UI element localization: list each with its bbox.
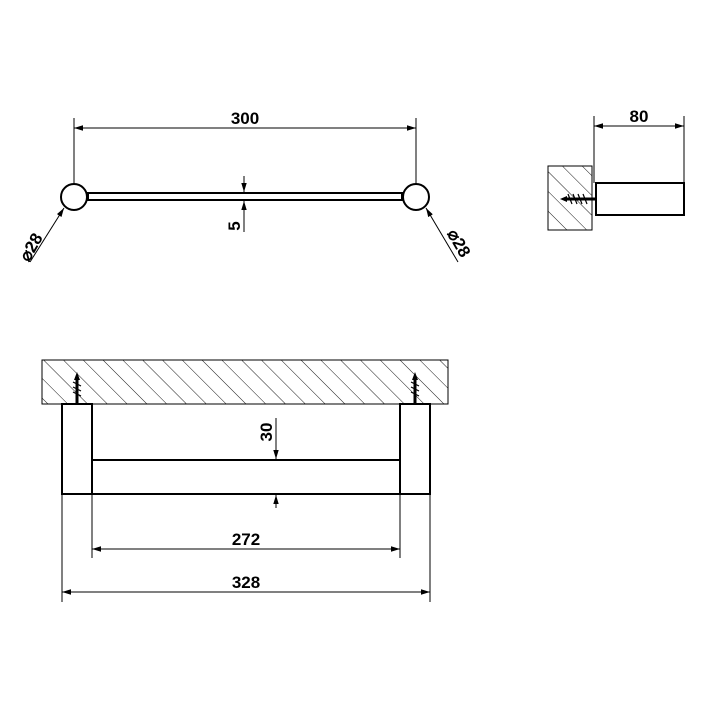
wall-section-front (41, 359, 449, 405)
leader-diameter-left (29, 207, 65, 263)
dimension-label-length: 300 (231, 109, 259, 128)
side-view: 80 (547, 107, 685, 231)
towel-bar-top (87, 192, 403, 201)
bracket-left (61, 403, 93, 495)
top-view: 300 5 ⌀28 ⌀28 (16, 109, 475, 265)
screw-right (410, 372, 420, 404)
front-view: 30 272 328 (41, 359, 449, 602)
dimension-label-inner-width: 272 (232, 530, 260, 549)
bracket-right (399, 403, 431, 495)
end-cap-right (402, 183, 430, 211)
dimension-label-thickness: 5 (225, 221, 244, 230)
dimension-label-bar-height: 30 (257, 423, 276, 442)
dimension-label-depth: 80 (630, 107, 649, 126)
leader-diameter-right (425, 207, 459, 263)
dimension-label-overall-width: 328 (232, 573, 260, 592)
diameter-label-right: ⌀28 (443, 226, 474, 261)
end-cap-left (60, 183, 88, 211)
towel-bar-front (91, 459, 401, 495)
diameter-label-left: ⌀28 (16, 230, 47, 265)
screw-side (560, 193, 596, 205)
bracket-side (595, 182, 685, 216)
screw-left (72, 372, 82, 404)
